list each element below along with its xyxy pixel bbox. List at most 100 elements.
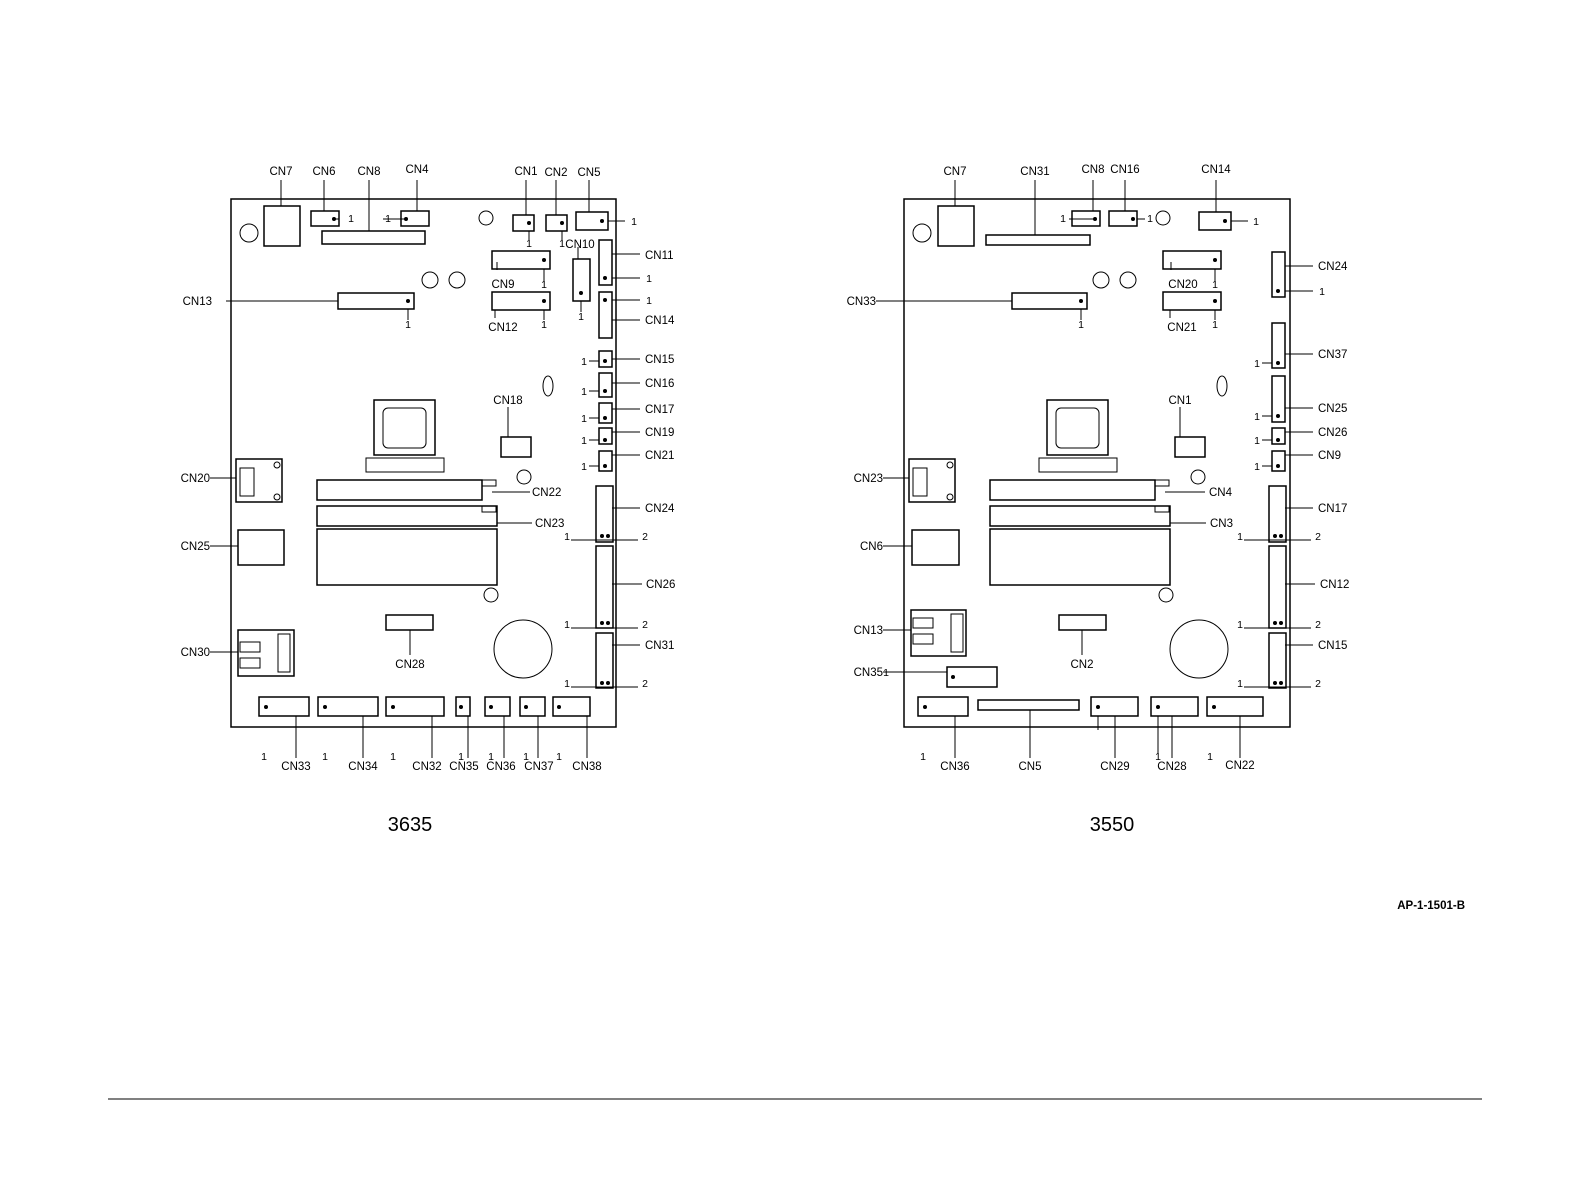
pin-1-marker: 1 xyxy=(564,531,570,543)
connector-label-cn9: CN9 xyxy=(491,279,514,291)
connector-label-cn12: CN12 xyxy=(1320,579,1349,591)
connector-label-cn6: CN6 xyxy=(312,166,335,178)
connector-label-cn9: CN9 xyxy=(1318,450,1341,462)
connector-label-cn5: CN5 xyxy=(577,167,600,179)
connector-label-cn36: CN36 xyxy=(486,761,515,773)
connector-label-cn16: CN16 xyxy=(1110,164,1139,176)
board-caption-3550: 3550 xyxy=(1090,814,1135,836)
connector-label-cn20: CN20 xyxy=(181,473,210,485)
pin-1-marker: 1 xyxy=(559,238,565,250)
pin-1-marker: 1 xyxy=(1254,358,1260,370)
pin-1-marker: 1 xyxy=(631,216,637,228)
connector-label-cn21: CN21 xyxy=(645,450,674,462)
pin-1-marker: 1 xyxy=(883,667,889,679)
connector-label-cn10: CN10 xyxy=(565,239,594,251)
pin-1-marker: 1 xyxy=(581,386,587,398)
connector-label-cn32: CN32 xyxy=(412,761,441,773)
connector-label-cn12: CN12 xyxy=(488,322,517,334)
pin-1-marker: 1 xyxy=(1253,216,1259,228)
connector-label-cn37: CN37 xyxy=(524,761,553,773)
connector-label-cn1: CN1 xyxy=(514,166,537,178)
pin-1-marker: 1 xyxy=(523,751,529,763)
connector-label-cn6: CN6 xyxy=(860,541,883,553)
connector-label-cn33: CN33 xyxy=(281,761,310,773)
pin-1-marker: 1 xyxy=(385,213,391,225)
pin-2-marker: 2 xyxy=(1315,678,1321,690)
pin-1-marker: 1 xyxy=(564,619,570,631)
connector-label-cn14: CN14 xyxy=(1201,164,1231,176)
connector-label-cn31: CN31 xyxy=(645,640,674,652)
pin-1-marker: 1 xyxy=(541,319,547,331)
pin-1-marker: 1 xyxy=(390,751,396,763)
pin-1-marker: 1 xyxy=(564,678,570,690)
connector-label-cn24: CN24 xyxy=(1318,261,1348,273)
pin-1-marker: 1 xyxy=(1212,279,1218,291)
pin-1-marker: 1 xyxy=(322,751,328,763)
connector-label-cn17: CN17 xyxy=(645,404,674,416)
connector-label-cn29: CN29 xyxy=(1100,761,1129,773)
pin-1-marker: 1 xyxy=(920,751,926,763)
pin-1-marker: 1 xyxy=(581,356,587,368)
pin-1-marker: 1 xyxy=(581,413,587,425)
pin-1-marker: 1 xyxy=(1237,531,1243,543)
connector-label-cn18: CN18 xyxy=(493,395,522,407)
connector-label-cn24: CN24 xyxy=(645,503,675,515)
connector-label-cn5: CN5 xyxy=(1018,761,1041,773)
connector-label-cn8: CN8 xyxy=(357,166,380,178)
connector-label-cn4: CN4 xyxy=(1209,487,1233,499)
connector-label-cn26: CN26 xyxy=(646,579,675,591)
connector-label-cn1: CN1 xyxy=(1168,395,1191,407)
connector-label-cn28: CN28 xyxy=(1157,761,1186,773)
pin-1-marker: 1 xyxy=(646,295,652,307)
connector-label-cn25: CN25 xyxy=(181,541,210,553)
pin-1-marker: 1 xyxy=(1254,435,1260,447)
connector-label-cn35: CN35 xyxy=(449,761,478,773)
pin-2-marker: 2 xyxy=(642,619,648,631)
pin-1-marker: 1 xyxy=(348,213,354,225)
pin-1-marker: 1 xyxy=(1237,619,1243,631)
pin-1-marker: 1 xyxy=(1319,286,1325,298)
connector-label-cn19: CN19 xyxy=(645,427,674,439)
connector-label-cn23: CN23 xyxy=(535,518,564,530)
connector-label-cn11: CN11 xyxy=(645,250,674,262)
pin-1-marker: 1 xyxy=(1237,678,1243,690)
pin-2-marker: 2 xyxy=(1315,531,1321,543)
pin-1-marker: 1 xyxy=(1254,411,1260,423)
connector-label-cn7: CN7 xyxy=(269,166,292,178)
connector-label-cn2: CN2 xyxy=(1070,659,1093,671)
pin-1-marker: 1 xyxy=(578,311,584,323)
pin-2-marker: 2 xyxy=(642,531,648,543)
connector-label-cn14: CN14 xyxy=(645,315,675,327)
pin-1-marker: 1 xyxy=(1060,213,1066,225)
pin-1-marker: 1 xyxy=(581,435,587,447)
pin-2-marker: 2 xyxy=(1315,619,1321,631)
connector-label-cn37: CN37 xyxy=(1318,349,1347,361)
pin-1-marker: 1 xyxy=(541,279,547,291)
pin-1-marker: 1 xyxy=(1147,213,1153,225)
pin-2-marker: 2 xyxy=(642,678,648,690)
board-caption-3635: 3635 xyxy=(388,814,433,836)
connector-label-cn2: CN2 xyxy=(544,167,567,179)
connector-label-cn26: CN26 xyxy=(1318,427,1347,439)
pin-1-marker: 1 xyxy=(646,273,652,285)
board-outline xyxy=(230,198,617,728)
pin-1-marker: 1 xyxy=(261,751,267,763)
pin-1-marker: 1 xyxy=(1078,319,1084,331)
connector-label-cn38: CN38 xyxy=(572,761,601,773)
connector-label-cn15: CN15 xyxy=(645,354,674,366)
connector-label-cn31: CN31 xyxy=(1020,166,1049,178)
connector-label-cn33: CN33 xyxy=(847,296,876,308)
pin-1-marker: 1 xyxy=(488,751,494,763)
connector-label-cn20: CN20 xyxy=(1168,279,1197,291)
connector-label-cn13: CN13 xyxy=(183,296,212,308)
connector-label-cn28: CN28 xyxy=(395,659,424,671)
connector-label-cn25: CN25 xyxy=(1318,403,1347,415)
pin-1-marker: 1 xyxy=(581,461,587,473)
connector-label-cn8: CN8 xyxy=(1081,164,1104,176)
connector-label-cn22: CN22 xyxy=(532,487,561,499)
connector-label-cn36: CN36 xyxy=(940,761,969,773)
